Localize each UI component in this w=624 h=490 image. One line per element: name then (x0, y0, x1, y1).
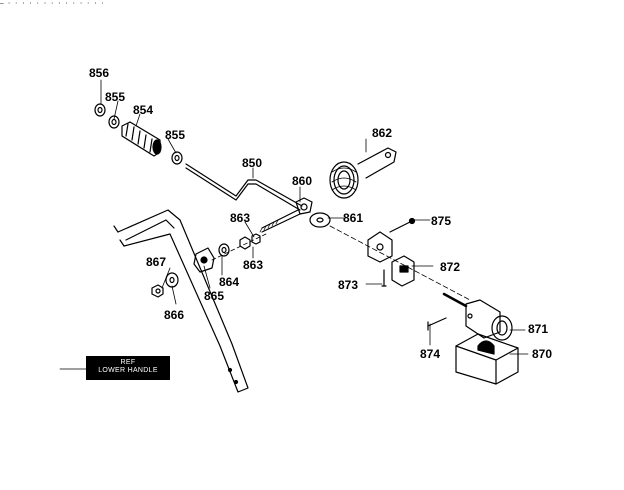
ref-label: REF (120, 359, 136, 366)
header-fragment: — · · · · · · · · · · · · · · (0, 0, 105, 4)
part-number-874: 874 (420, 347, 441, 361)
part-number-850: 850 (242, 156, 263, 170)
part-number-862: 862 (372, 126, 393, 140)
knob-865 (193, 247, 215, 273)
part-number-871: 871 (528, 322, 549, 336)
part-number-867: 867 (146, 255, 167, 269)
nut-863-lower (251, 233, 261, 245)
part-number-860: 860 (292, 174, 313, 188)
block-872 (391, 255, 415, 287)
washer-861 (309, 212, 331, 228)
part-number-872: 872 (440, 260, 461, 274)
pin-873 (381, 269, 387, 287)
nut-867 (151, 284, 164, 298)
part-number-864: 864 (219, 275, 240, 289)
reference-lower-handle-box: REF LOWER HANDLE (86, 356, 170, 380)
washer-856 (94, 103, 106, 117)
washer-866 (165, 272, 179, 288)
screw-875 (389, 217, 416, 233)
part-number-854: 854 (133, 103, 154, 117)
bracket-875 (367, 231, 393, 263)
part-number-861: 861 (343, 211, 364, 225)
part-number-865: 865 (204, 289, 225, 303)
clamp-871 (442, 292, 513, 341)
bolt-874 (427, 317, 447, 331)
leader-lines (59, 79, 529, 370)
lower-handle (113, 209, 249, 393)
part-number-863: 863 (230, 211, 251, 225)
center-shaft (329, 225, 471, 301)
lower-handle-label: LOWER HANDLE (98, 367, 158, 374)
rod-850 (185, 163, 303, 211)
part-number-866: 866 (164, 308, 185, 322)
part-number-856: 856 (89, 66, 110, 80)
nut-863-upper (239, 236, 251, 250)
part-number-870: 870 (532, 347, 553, 361)
part-number-855: 855 (165, 128, 186, 142)
grip-854 (121, 121, 162, 157)
part-number-875: 875 (431, 214, 452, 228)
washer-855-lower (171, 151, 183, 165)
spring-lever-862 (329, 147, 397, 199)
part-number-873: 873 (338, 278, 359, 292)
washer-855-upper (108, 115, 120, 129)
part-number-863: 863 (243, 258, 264, 272)
part-number-855: 855 (105, 90, 126, 104)
base-870 (455, 333, 519, 385)
eye-rod-860 (259, 197, 313, 233)
washer-864 (218, 243, 230, 257)
